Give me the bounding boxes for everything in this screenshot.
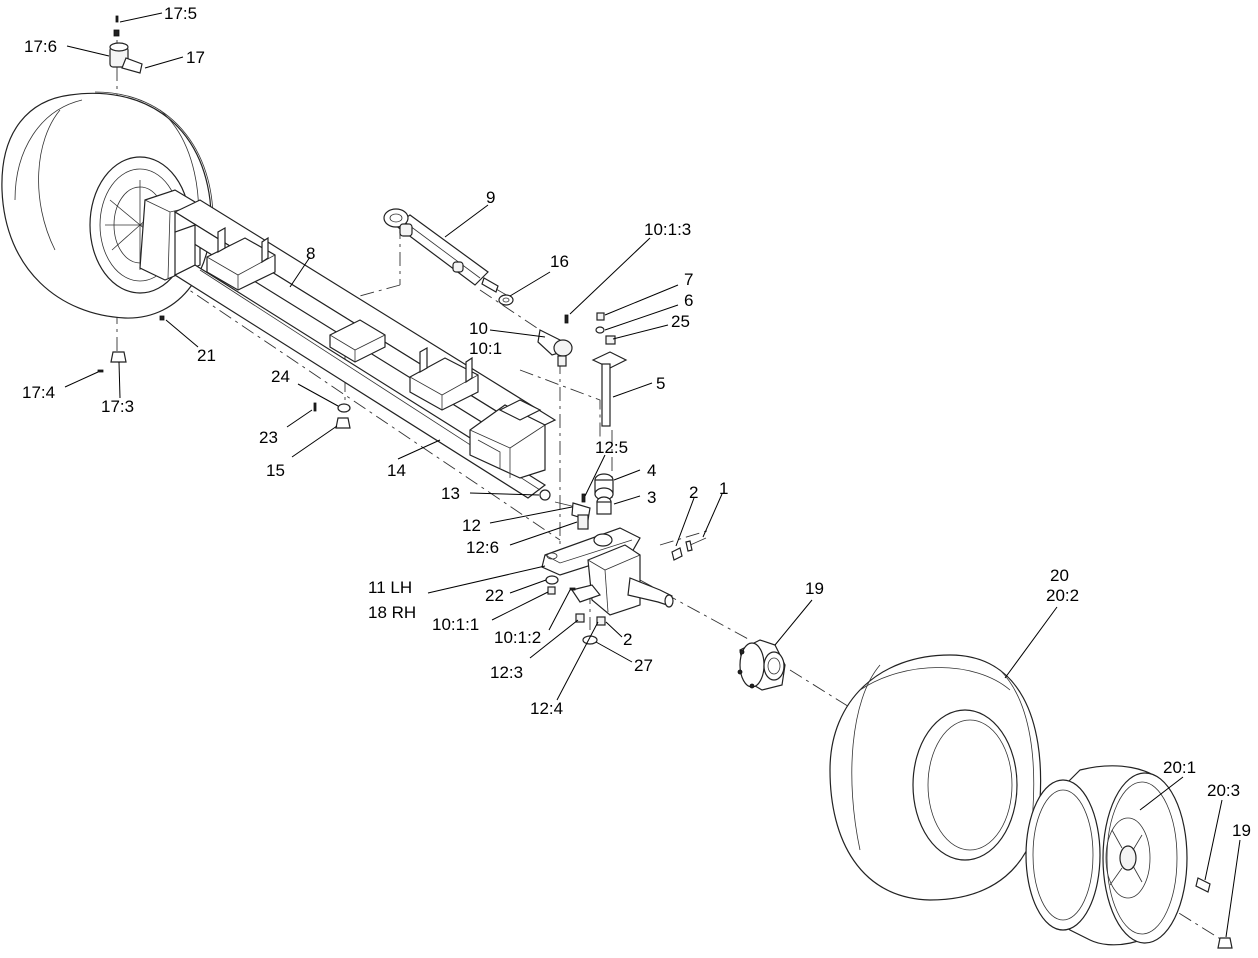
callout-12-4: 12:4 xyxy=(530,699,563,718)
callout-17-6: 17:6 xyxy=(24,37,57,56)
callout-12: 12 xyxy=(462,516,481,535)
callout-27: 27 xyxy=(634,656,653,675)
callout-3: 3 xyxy=(647,488,656,507)
callout-2-lower: 2 xyxy=(623,630,632,649)
callout-7: 7 xyxy=(684,270,693,289)
callout-20-2: 20:2 xyxy=(1046,586,1079,605)
right-rim xyxy=(1025,765,1233,949)
callout-12-5: 12:5 xyxy=(595,438,628,457)
callout-25: 25 xyxy=(671,312,690,331)
wheel-hub xyxy=(737,639,786,691)
callout-2-upper: 2 xyxy=(689,483,698,502)
front-axle-beam xyxy=(173,199,557,499)
callout-24: 24 xyxy=(271,367,290,386)
callout-15: 15 xyxy=(266,461,285,480)
callout-10: 10 xyxy=(469,319,488,338)
callout-10-1-3: 10:1:3 xyxy=(644,220,691,239)
callout-12-3: 12:3 xyxy=(490,663,523,682)
callout-20-3: 20:3 xyxy=(1207,781,1240,800)
axle-beam-top xyxy=(173,199,557,433)
callout-10-1: 10:1 xyxy=(469,339,502,358)
callout-19-lug: 19 xyxy=(1232,821,1251,840)
callout-22: 22 xyxy=(485,586,504,605)
callout-8: 8 xyxy=(306,244,315,263)
callout-1: 1 xyxy=(719,479,728,498)
callout-20-1: 20:1 xyxy=(1163,758,1196,777)
callout-5: 5 xyxy=(656,374,665,393)
callout-17-4: 17:4 xyxy=(22,383,55,402)
callout-14: 14 xyxy=(387,461,406,480)
callout-20: 20 xyxy=(1050,566,1069,585)
callout-23: 23 xyxy=(259,428,278,447)
callout-4: 4 xyxy=(647,461,656,480)
tie-rod-end-17 xyxy=(97,15,143,373)
callout-9: 9 xyxy=(486,188,495,207)
callout-17: 17 xyxy=(186,48,205,67)
leader-lines xyxy=(64,12,1241,938)
callout-10-1-1: 10:1:1 xyxy=(432,615,479,634)
left-wheel-assembly xyxy=(1,91,214,319)
callout-12-6: 12:6 xyxy=(466,538,499,557)
callout-17-3: 17:3 xyxy=(101,397,134,416)
right-tire xyxy=(829,654,1042,901)
callout-6: 6 xyxy=(684,291,693,310)
callout-18-rh: 18 RH xyxy=(368,603,416,622)
callout-21: 21 xyxy=(197,346,216,365)
callout-16: 16 xyxy=(550,252,569,271)
steering-cylinder xyxy=(383,208,511,298)
spindle-assembly xyxy=(539,473,707,645)
callout-labels: 17:5 17:6 17 9 10:1:3 16 7 6 25 8 10 10:… xyxy=(22,4,1251,840)
callout-10-1-2: 10:1:2 xyxy=(494,628,541,647)
callout-13: 13 xyxy=(441,484,460,503)
callout-19-hub: 19 xyxy=(805,579,824,598)
callout-17-5: 17:5 xyxy=(164,4,197,23)
callout-11-lh: 11 LH xyxy=(368,578,412,597)
hardware-center xyxy=(159,294,628,429)
